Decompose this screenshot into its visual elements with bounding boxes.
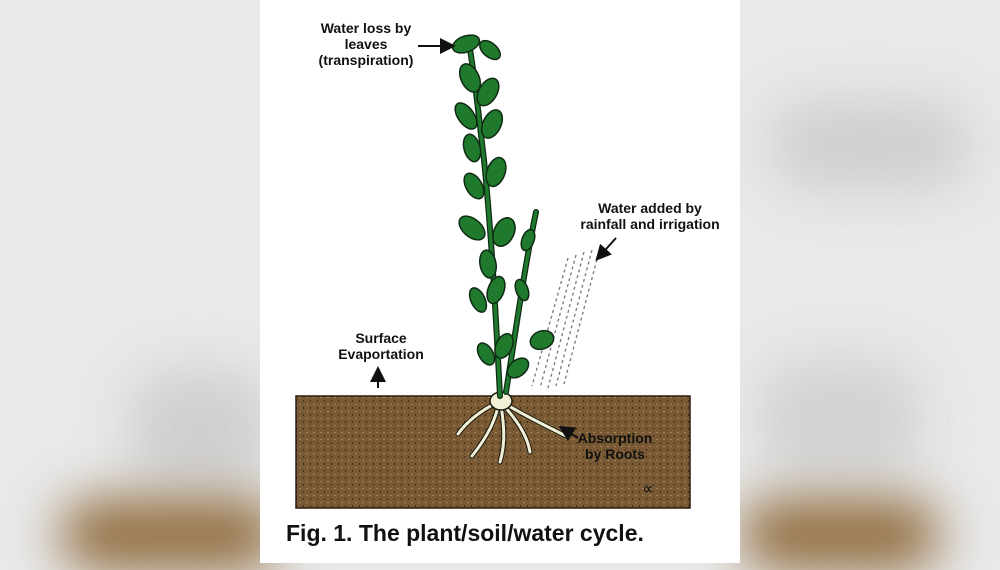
leaves bbox=[451, 34, 555, 379]
background-blur-right-mid bbox=[760, 360, 920, 480]
plant-soil-water-diagram bbox=[295, 34, 691, 509]
background-blur-right-top bbox=[770, 100, 970, 190]
transpiration-label: Water loss by leaves (transpiration) bbox=[318, 20, 414, 68]
background-blur-left-bottom bbox=[60, 500, 280, 570]
background-blur-left-top bbox=[130, 370, 270, 490]
soil-texture bbox=[296, 396, 690, 508]
evaporation-label: Surface Evaportation bbox=[338, 330, 424, 362]
figure-caption: Fig. 1. The plant/soil/water cycle. bbox=[286, 520, 644, 546]
absorption-arrow bbox=[558, 425, 579, 442]
rain-streaks bbox=[531, 247, 601, 389]
rainfall-arrow bbox=[595, 237, 617, 261]
figure-panel: Water loss by leaves (transpiration) Wat… bbox=[260, 0, 740, 563]
background-blur-right-bottom bbox=[740, 500, 940, 570]
rainfall-label: Water added by rainfall and irrigation bbox=[580, 200, 720, 232]
absorption-label: Absorption by Roots bbox=[577, 430, 653, 462]
artist-signature: ∝ bbox=[642, 481, 654, 498]
